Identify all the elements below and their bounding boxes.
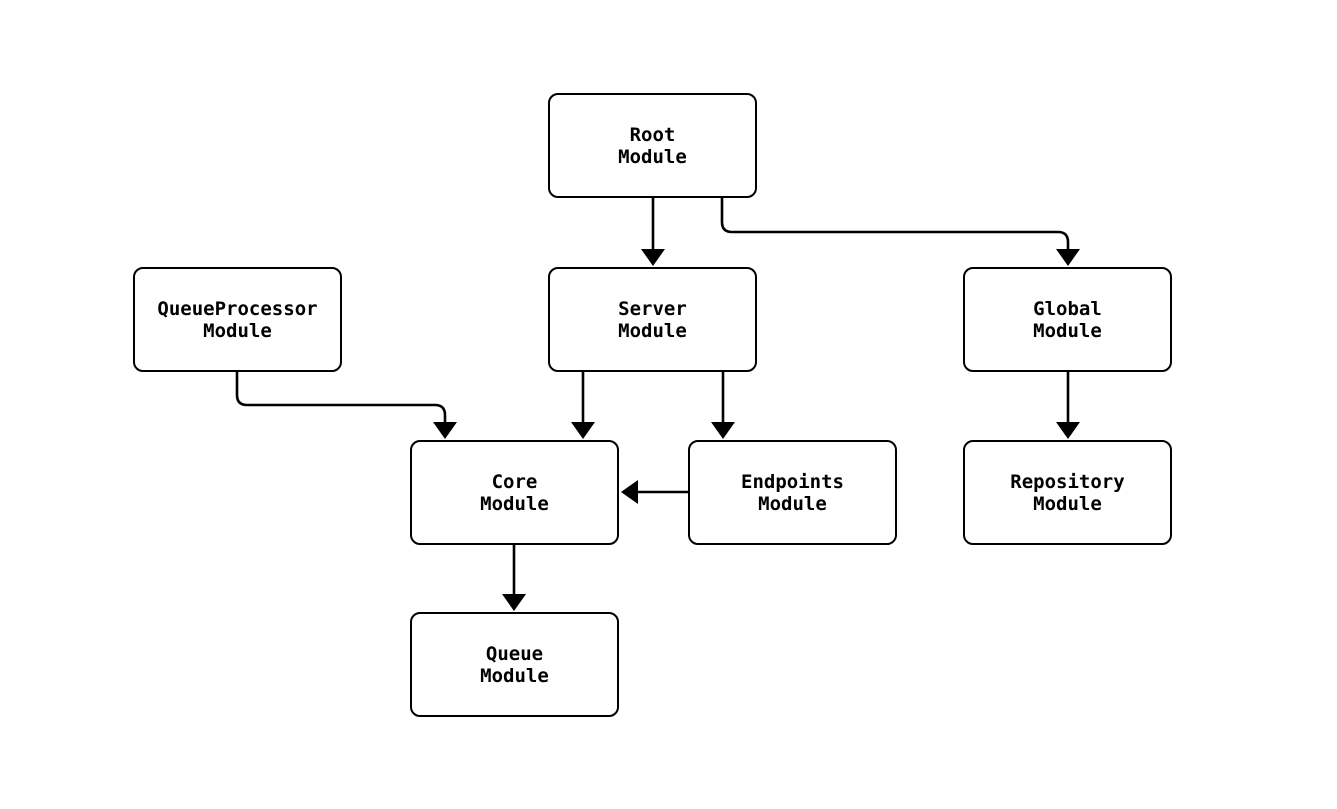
node-label-line: Module [1033,492,1102,515]
node-label-line: Module [480,492,549,515]
edge-queueprocessor-to-core [235,372,457,439]
node-queueprocessor-module: QueueProcessor Module [133,267,342,372]
node-queue-module: Queue Module [410,612,619,717]
node-label-line: Endpoints [741,470,844,493]
node-server-module: Server Module [548,267,757,372]
node-label-line: Module [618,145,687,168]
edge-global-to-repository [1056,372,1080,439]
edge-server-to-core [571,372,595,439]
node-core-module: Core Module [410,440,619,545]
node-label-line: Queue [485,642,544,665]
edge-root-to-server [641,198,665,266]
node-label-line: Module [1033,319,1102,342]
node-global-module: Global Module [963,267,1172,372]
node-label-line: Module [480,664,549,687]
node-label-line: Module [758,492,827,515]
node-label-line: Module [618,319,687,342]
node-root-module: Root Module [548,93,757,198]
edge-endpoints-to-core [621,480,688,504]
node-label-line: Global [1033,297,1102,320]
node-label-line: Repository [1010,470,1125,493]
node-repository-module: Repository Module [963,440,1172,545]
edge-server-to-endpoints [711,372,735,439]
edge-root-to-global [720,198,1080,266]
node-label-line: Core [491,470,538,493]
node-label-line: Server [618,297,687,320]
edge-core-to-queue [502,545,526,611]
node-endpoints-module: Endpoints Module [688,440,897,545]
node-label-line: Module [203,319,272,342]
node-label-line: Root [629,123,676,146]
node-label-line: QueueProcessor [157,297,318,320]
